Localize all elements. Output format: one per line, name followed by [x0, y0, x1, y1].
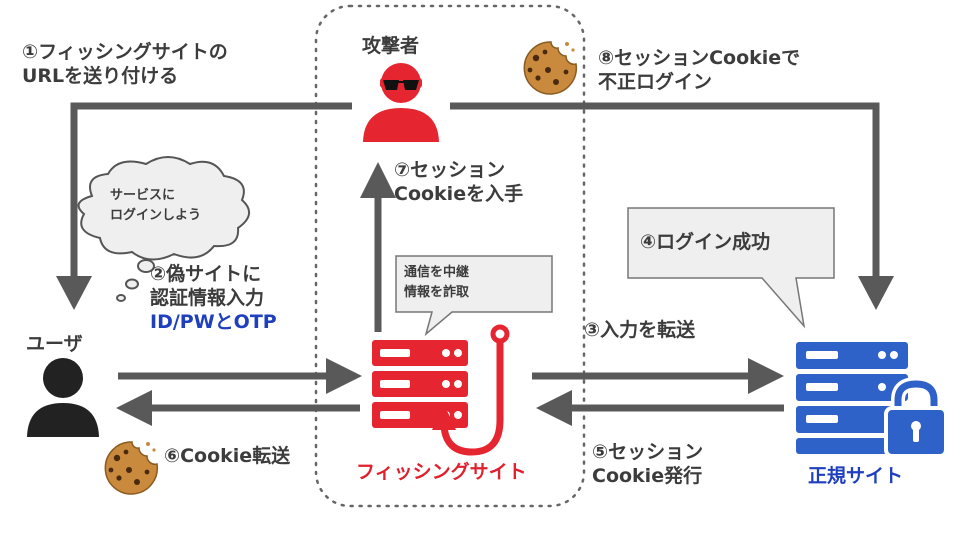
step2-label: ②偽サイトに 認証情報入力 ID/PWとOTP: [150, 263, 277, 333]
step3-label: ③入力を転送: [584, 319, 696, 341]
step6-label: ⑥Cookie転送: [164, 445, 291, 467]
server-lock-icon: [796, 342, 948, 458]
arrow-send-url: [56, 102, 352, 310]
thought-bubble-text: サービスに ログインしよう: [110, 188, 202, 223]
step8-label: ⑧セッションCookieで 不正ログイン: [598, 47, 801, 93]
user-label: ユーザ: [26, 333, 83, 355]
legit-site-label: 正規サイト: [808, 465, 904, 487]
arrow-cookie-to-attacker: [360, 162, 396, 332]
cookie-icon: [523, 41, 578, 95]
relay-callout: [395, 255, 553, 337]
arrow-forward-input: [532, 358, 784, 394]
user-icon: [27, 358, 99, 437]
step7-label: ⑦セッション Cookieを入手: [394, 159, 524, 205]
phishing-server-hook-icon: [372, 324, 510, 456]
attacker-zone-border: [314, 4, 586, 508]
step4-label: ④ログイン成功: [640, 231, 771, 253]
cookie-icon: [104, 441, 159, 495]
attacker-label: 攻撃者: [362, 35, 420, 57]
login-success-callout: [627, 207, 835, 329]
arrow-input-credentials: [118, 358, 362, 394]
step5-label: ⑤セッション Cookie発行: [592, 441, 704, 487]
arrow-issue-cookie: [536, 390, 784, 426]
relay-callout-text: 通信を中継 情報を詐取: [404, 265, 470, 300]
step1-label: ①フィッシングサイトの URLを送り付ける: [22, 41, 228, 87]
arrow-forward-cookie: [116, 390, 360, 426]
attacker-icon: [363, 63, 439, 142]
thought-bubble: [77, 156, 250, 302]
arrow-illegal-login: [450, 102, 894, 310]
phishing-site-label: フィッシングサイト: [356, 461, 527, 483]
